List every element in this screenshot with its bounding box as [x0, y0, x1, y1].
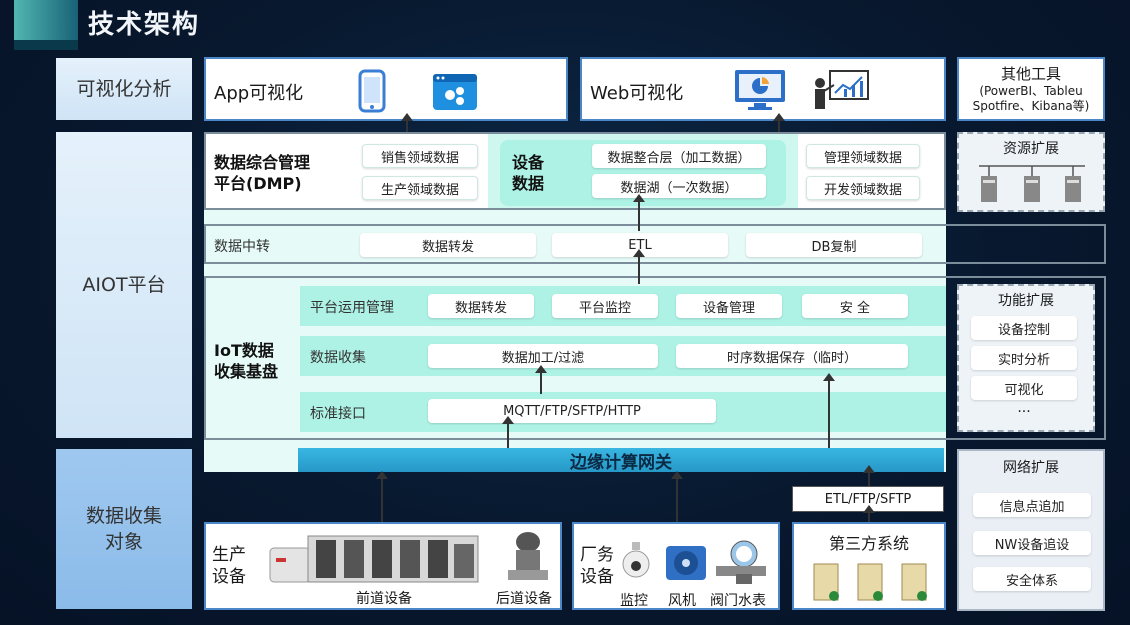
fan-blower-icon [666, 546, 706, 580]
iot-title: IoT数据 收集基盘 [214, 341, 279, 381]
app-visualization-label: App可视化 [214, 83, 304, 104]
front-equipment-label: 前道设备 [356, 591, 412, 607]
arrow-transfer-to-dmp [633, 194, 645, 231]
data-collection-label: 数据收集 [310, 350, 366, 366]
etl-protocol-box: ETL/FTP/SFTP [792, 486, 944, 512]
platform-monitor-item: 平台监控 [552, 294, 658, 318]
category-visualization: 可视化分析 [56, 58, 192, 120]
facility-equipment-panel: 厂务 设备 监控 风机 阀门水表 [572, 522, 780, 610]
device-control-item: 设备控制 [971, 316, 1077, 340]
arrow-iot-to-transfer [633, 249, 645, 284]
arrow-production-to-gateway [376, 471, 388, 522]
arrow-dmp-to-app [401, 113, 413, 132]
resource-extension-panel: 资源扩展 [957, 132, 1105, 212]
valve-meter-icon [716, 540, 766, 584]
arrow-gateway-to-storage [823, 373, 835, 448]
page-title: 技术架构 [88, 10, 201, 40]
protocol-item: MQTT/FTP/SFTP/HTTP [428, 399, 716, 423]
iot-platform-panel: IoT数据 收集基盘 平台运用管理 数据转发 平台监控 设备管理 安 全 数据收… [204, 276, 1106, 440]
edge-gateway-bar: 边缘计算网关 [298, 448, 944, 473]
security-system-item: 安全体系 [973, 567, 1091, 591]
third-party-label: 第三方系统 [828, 534, 909, 553]
app-window-icon [433, 74, 477, 110]
realtime-analysis-item: 实时分析 [971, 346, 1077, 370]
standard-interface-label: 标准接口 [310, 406, 366, 422]
data-transfer-row: 数据中转 数据转发 ETL DB复制 [204, 224, 1106, 264]
app-visualization-panel: App可视化 [204, 57, 568, 121]
title-decoration [14, 0, 78, 40]
production-equipment-panel: 生产 设备 前道设备 后道设备 [204, 522, 562, 610]
data-transfer-label: 数据中转 [214, 239, 270, 255]
other-tools-line2: Spotfire、Kibana等) [972, 99, 1090, 113]
timeseries-storage-item: 时序数据保存（临时） [676, 344, 908, 368]
dmp-panel: 数据综合管理 平台(DMP) 销售领域数据 生产领域数据 设备 数据 数据整合层… [204, 132, 946, 210]
visualization-item: 可视化 [971, 376, 1077, 400]
platform-operation-label: 平台运用管理 [310, 300, 394, 316]
smartphone-icon [358, 69, 386, 113]
device-data-panel: 设备 数据 数据整合层（加工数据） 数据湖（一次数据） [500, 140, 786, 206]
printing-press-icon [269, 535, 479, 583]
category-data-collection: 数据收集 对象 [56, 449, 192, 609]
security-item: 安 全 [802, 294, 908, 318]
network-extension-panel: 网络扩展 信息点追加 NW设备追设 安全体系 [957, 449, 1105, 611]
category-aiot: AIOT平台 [56, 132, 192, 438]
data-collection-row: 数据收集 数据加工/过滤 时序数据保存（临时） [300, 336, 946, 376]
post-press-machine-icon [508, 532, 548, 580]
production-data-item: 生产领域数据 [362, 176, 478, 200]
data-processing-item: 数据加工/过滤 [428, 344, 658, 368]
fan-label: 风机 [668, 593, 696, 609]
presentation-icon [815, 70, 869, 109]
iot-forward-item: 数据转发 [428, 294, 534, 318]
sales-data-item: 销售领域数据 [362, 144, 478, 168]
function-extension-title: 功能扩展 [998, 293, 1054, 309]
arrow-third-party-to-etl [863, 505, 875, 522]
valve-meter-label: 阀门水表 [710, 593, 766, 609]
nw-device-item: NW设备追设 [973, 531, 1091, 555]
title-decoration-bar [14, 40, 78, 50]
back-equipment-label: 后道设备 [496, 591, 552, 607]
device-data-title: 设备 数据 [512, 153, 545, 193]
resource-extension-title: 资源扩展 [1003, 141, 1059, 157]
other-tools-panel: 其他工具 (PowerBI、Tableu Spotfire、Kibana等) [957, 57, 1105, 121]
arrow-interface-to-collection [535, 365, 547, 394]
info-point-item: 信息点追加 [973, 493, 1091, 517]
production-equipment-label: 生产 设备 [212, 545, 246, 587]
arrow-facility-to-gateway [671, 471, 683, 522]
transfer-db-replication-item: DB复制 [746, 233, 922, 257]
network-extension-title: 网络扩展 [1003, 460, 1059, 476]
transfer-forward-item: 数据转发 [360, 233, 536, 257]
third-party-system-panel: 第三方系统 [792, 522, 946, 610]
web-visualization-label: Web可视化 [590, 83, 684, 104]
data-lake: 数据湖（一次数据） [592, 174, 766, 198]
web-visualization-panel: Web可视化 [580, 57, 946, 121]
server-cluster-icon [979, 165, 1085, 202]
device-management-item: 设备管理 [676, 294, 782, 318]
camera-label: 监控 [620, 593, 648, 609]
standard-interface-row: 标准接口 MQTT/FTP/SFTP/HTTP [300, 392, 946, 432]
arrow-gateway-to-interface [502, 416, 514, 448]
other-tools-title: 其他工具 [1000, 65, 1061, 83]
arrow-dmp-to-web [773, 113, 785, 132]
platform-operation-row: 平台运用管理 数据转发 平台监控 设备管理 安 全 [300, 286, 946, 326]
arrow-etl-to-gateway [863, 465, 875, 486]
function-extension-panel: 功能扩展 设备控制 实时分析 可视化 ··· [957, 284, 1095, 432]
server-icons [813, 563, 927, 601]
data-integration-layer: 数据整合层（加工数据） [592, 144, 766, 168]
more-items-ellipsis: ··· [1017, 404, 1031, 420]
dmp-title: 数据综合管理 平台(DMP) [214, 153, 311, 193]
surveillance-camera-icon [622, 542, 650, 578]
management-data-item: 管理领域数据 [806, 144, 920, 168]
facility-equipment-label: 厂务 设备 [580, 545, 614, 587]
development-data-item: 开发领域数据 [806, 176, 920, 200]
other-tools-line1: (PowerBI、Tableu [979, 84, 1083, 98]
monitor-chart-icon [735, 70, 785, 110]
